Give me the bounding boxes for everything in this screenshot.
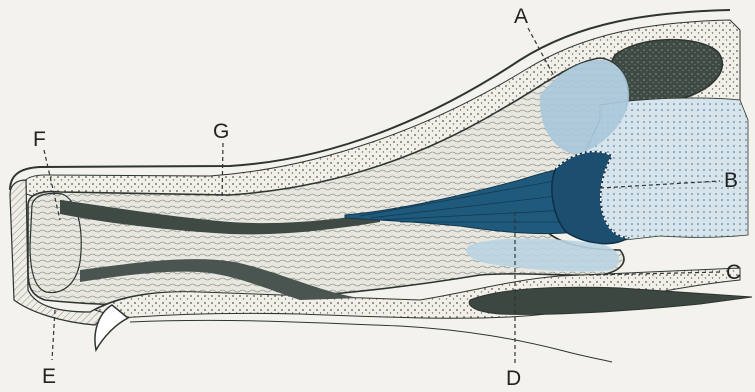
label-g: G bbox=[213, 121, 229, 142]
label-a: A bbox=[514, 6, 528, 27]
label-c: C bbox=[726, 262, 741, 283]
label-b: B bbox=[724, 170, 738, 191]
label-f: F bbox=[33, 129, 46, 150]
dark-lower-spike bbox=[469, 287, 752, 314]
lower-thread bbox=[130, 320, 612, 362]
label-d: D bbox=[506, 368, 521, 389]
label-e: E bbox=[42, 366, 56, 387]
